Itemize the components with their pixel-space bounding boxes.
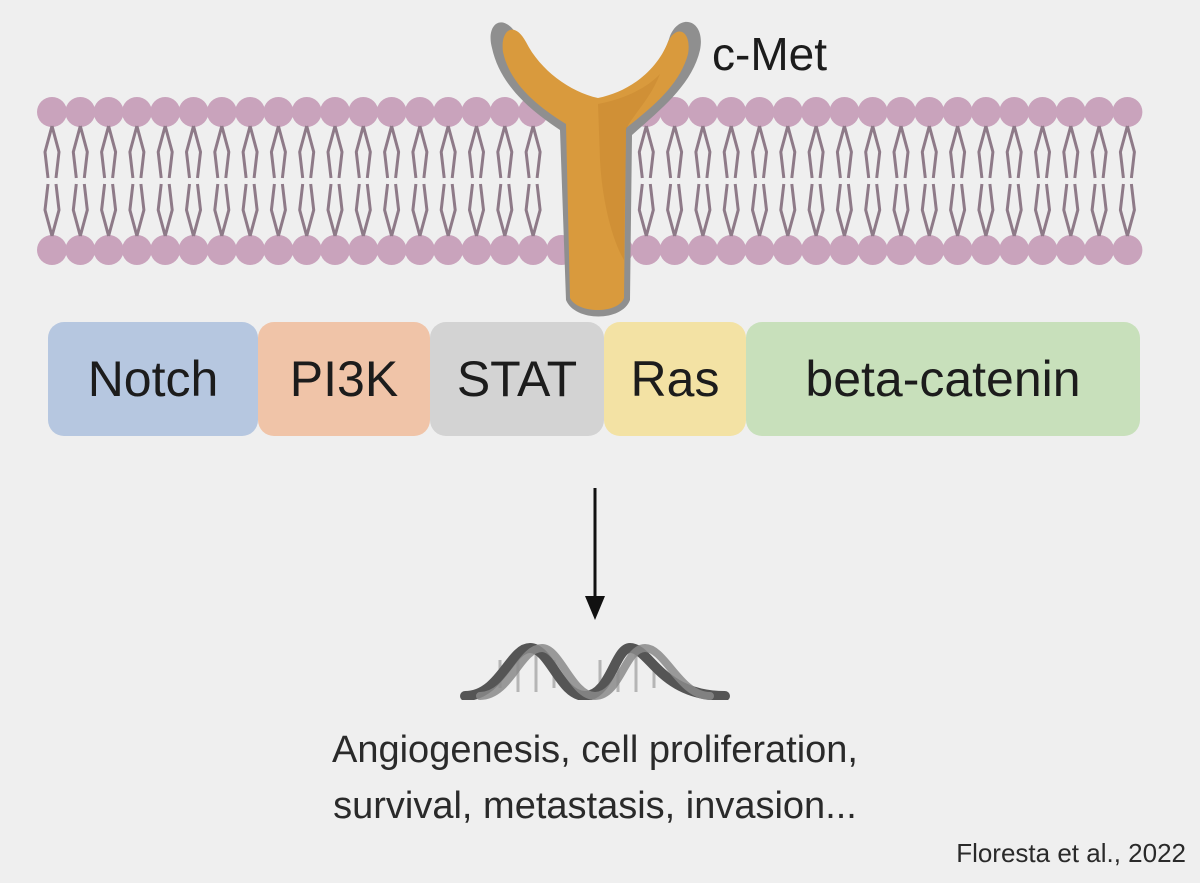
dna-helix-icon bbox=[460, 642, 730, 700]
down-arrow-icon bbox=[585, 488, 605, 620]
pathway-beta-catenin: beta-catenin bbox=[746, 322, 1140, 436]
c-met-receptor-icon bbox=[490, 21, 701, 317]
pathway-label: STAT bbox=[456, 351, 578, 407]
citation: Floresta et al., 2022 bbox=[956, 838, 1186, 868]
pathway-label: beta-catenin bbox=[805, 351, 1081, 407]
pathway-label: Ras bbox=[630, 351, 720, 407]
outcomes-line-1: Angiogenesis, cell proliferation, bbox=[332, 729, 858, 771]
pathway-stat: STAT bbox=[430, 322, 604, 436]
cellular-outcomes: Angiogenesis, cell proliferation, surviv… bbox=[250, 722, 940, 834]
pathway-label: PI3K bbox=[289, 351, 399, 407]
pathway-label: Notch bbox=[87, 351, 219, 407]
outcomes-line-2: survival, metastasis, invasion... bbox=[333, 785, 857, 827]
pathway-notch: Notch bbox=[48, 322, 258, 436]
signaling-pathways-row: Notch PI3K STAT Ras beta-catenin bbox=[48, 322, 1140, 436]
cell-membrane-illustration bbox=[37, 21, 1143, 317]
c-met-label: c-Met bbox=[712, 28, 827, 80]
pathway-pi3k: PI3K bbox=[258, 322, 430, 436]
pathway-ras: Ras bbox=[604, 322, 746, 436]
